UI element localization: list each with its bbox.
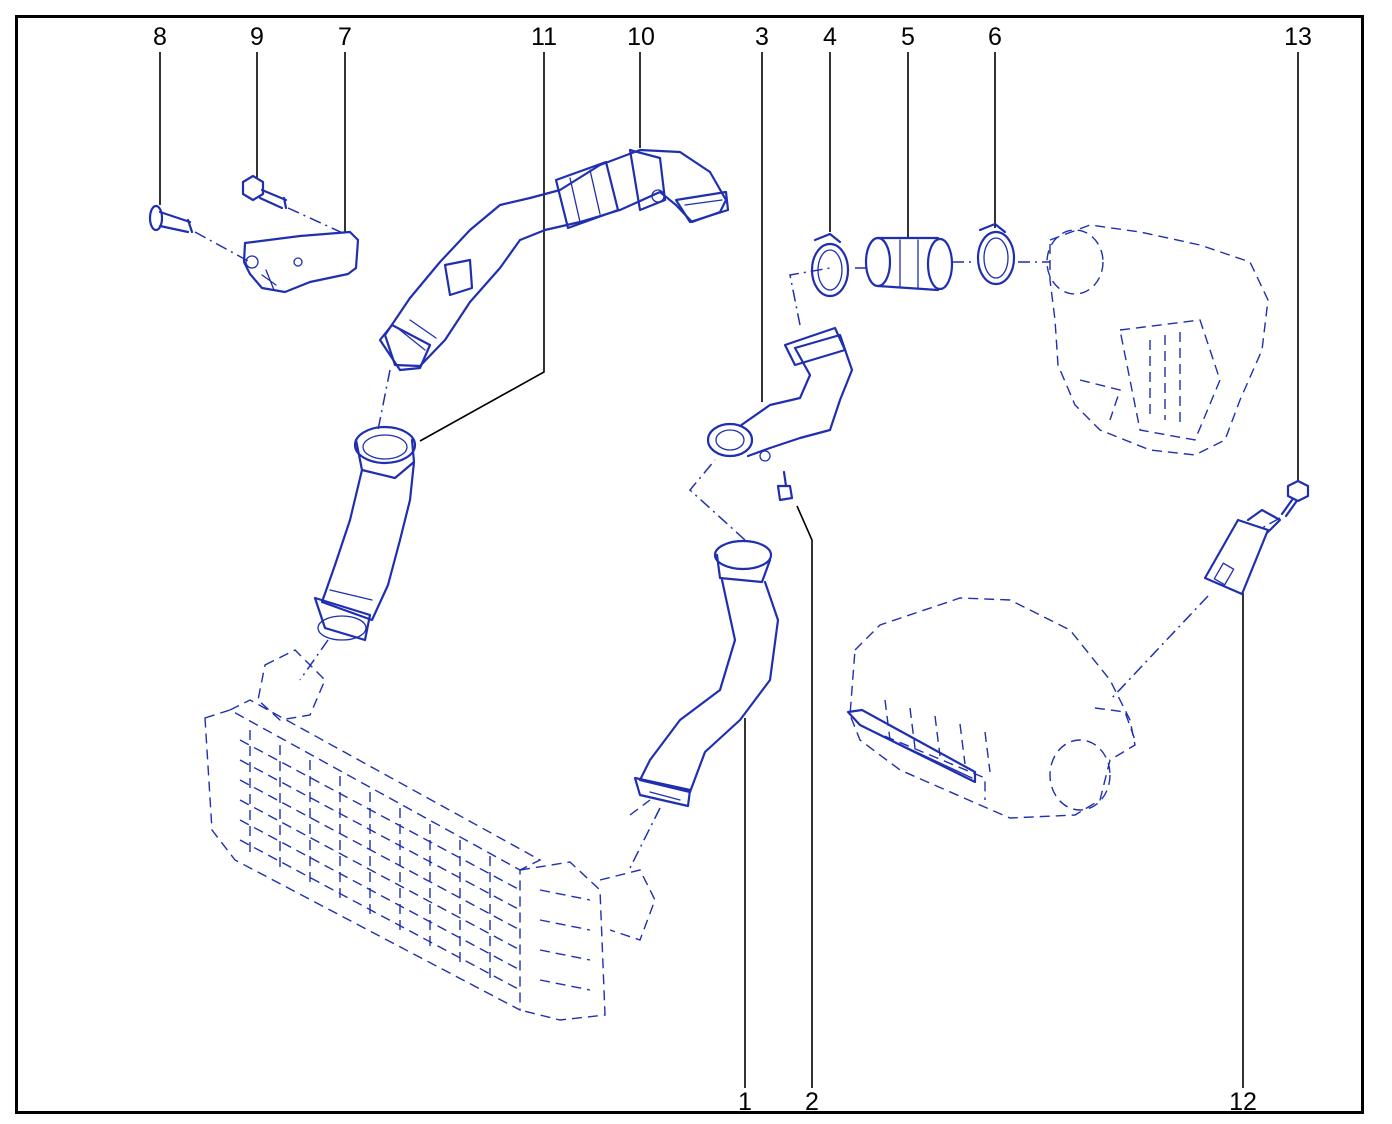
callout-1: 1	[738, 1088, 752, 1116]
part-4-clamp	[810, 232, 850, 298]
callout-2: 2	[805, 1088, 819, 1116]
part-8-bolt	[148, 204, 251, 263]
part-1-lower-hose	[629, 459, 780, 869]
part-5-sleeve	[864, 236, 954, 292]
callout-4: 4	[823, 23, 837, 51]
callout-3: 3	[755, 23, 769, 51]
turbocharger	[855, 224, 1269, 456]
leader-2	[796, 505, 813, 1088]
part-3-pipe	[706, 267, 854, 462]
part-7-bracket	[242, 230, 360, 294]
callout-8: 8	[153, 23, 167, 51]
callout-12: 12	[1229, 1088, 1257, 1116]
callout-labels: 8 9 7 11 10 3 4 5 6 13 1 2 12	[153, 23, 1312, 1116]
callout-10: 10	[627, 23, 655, 51]
callout-6: 6	[988, 23, 1002, 51]
callout-5: 5	[901, 23, 915, 51]
callout-7: 7	[338, 23, 352, 51]
callout-13: 13	[1284, 23, 1312, 51]
part-9-bolt	[241, 174, 346, 235]
part-13-screw	[1261, 479, 1310, 529]
part-6-clamp	[976, 222, 1016, 286]
diagram-frame	[15, 15, 1364, 1114]
leader-11	[419, 52, 545, 442]
part-12-sensor	[1109, 508, 1282, 701]
callout-11: 11	[531, 23, 557, 51]
callout-9: 9	[250, 23, 264, 51]
part-2-screw	[776, 470, 794, 502]
intercooler	[204, 649, 656, 1021]
air-filter-housing	[846, 597, 1136, 819]
part-10-upper-hose	[377, 148, 730, 431]
part-11-hose	[299, 425, 417, 681]
leader-lines	[159, 52, 1299, 1088]
